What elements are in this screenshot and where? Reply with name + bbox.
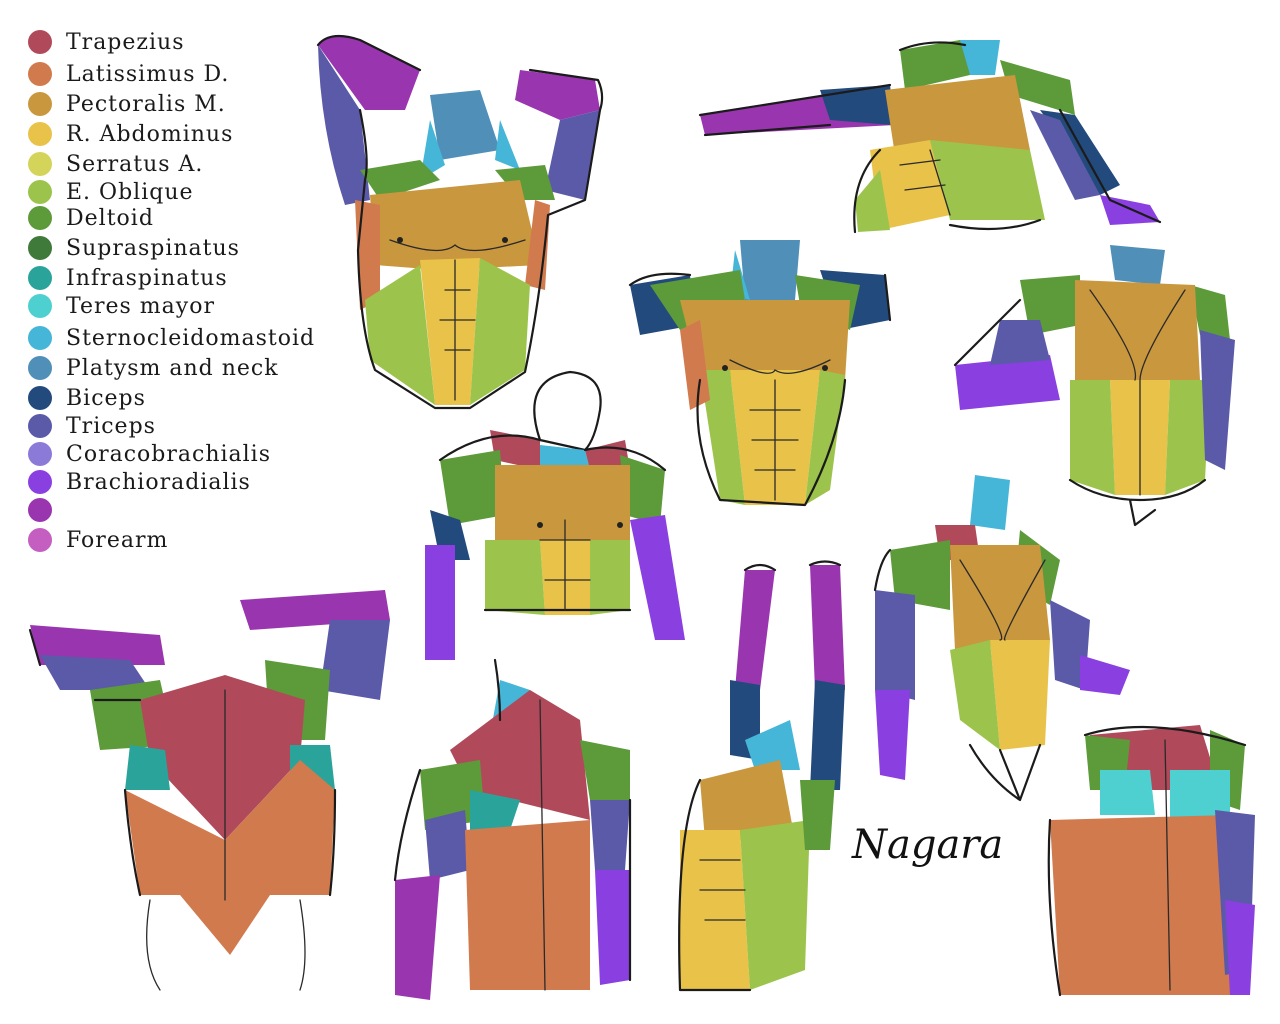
- figure-front-center: [628, 240, 892, 507]
- legend-swatch: [28, 470, 52, 494]
- artist-signature: Nagara: [852, 822, 1004, 868]
- legend-label: Deltoid: [66, 205, 154, 231]
- legend-item-platysma: Platysm and neck: [28, 354, 279, 382]
- legend-label: Latissimus D.: [66, 61, 230, 87]
- figure-arms-raised: [678, 560, 845, 992]
- legend-item-serratus: Serratus A.: [28, 150, 203, 178]
- legend-label: Platysm and neck: [66, 355, 279, 381]
- legend-label: Forearm: [66, 527, 169, 553]
- legend-label: Brachioradialis: [66, 469, 251, 495]
- legend-item-sternocleidomastoid: Sternocleidomastoid: [28, 324, 315, 352]
- legend-item-unlabeled: [28, 496, 66, 524]
- legend-swatch: [28, 62, 52, 86]
- legend-swatch: [28, 498, 52, 522]
- legend-item-oblique: E. Oblique: [28, 178, 194, 206]
- legend-swatch: [28, 266, 52, 290]
- legend-item-trapezius: Trapezius: [28, 28, 185, 56]
- legend-item-pectoralis: Pectoralis M.: [28, 90, 226, 118]
- figure-hand-on-hip: [953, 245, 1235, 527]
- legend-label: Coracobrachialis: [66, 441, 271, 467]
- legend-swatch: [28, 294, 52, 318]
- legend-label: Serratus A.: [66, 151, 204, 177]
- legend-swatch: [28, 152, 52, 176]
- legend-swatch: [28, 30, 52, 54]
- figure-back-turned: [393, 658, 632, 1000]
- legend-swatch: [28, 442, 52, 466]
- legend-label: Sternocleidomastoid: [66, 325, 316, 351]
- legend-label: Biceps: [66, 385, 146, 411]
- legend-swatch: [28, 180, 52, 204]
- legend-label: Triceps: [66, 413, 156, 439]
- legend-swatch: [28, 528, 52, 552]
- legend-item-latissimus: Latissimus D.: [28, 60, 229, 88]
- legend-label: Teres mayor: [66, 293, 215, 319]
- figure-back-arms-up: [28, 590, 390, 991]
- legend-label: Trapezius: [66, 29, 185, 55]
- legend-swatch: [28, 356, 52, 380]
- legend-swatch: [28, 386, 52, 410]
- legend-swatch: [28, 206, 52, 230]
- legend-swatch: [28, 414, 52, 438]
- legend-item-teres-major: Teres mayor: [28, 292, 215, 320]
- legend-label: Supraspinatus: [66, 235, 240, 261]
- legend-item-triceps: Triceps: [28, 412, 156, 440]
- figure-front-arms-up: [316, 34, 604, 410]
- legend-item-brachioradialis: Brachioradialis: [28, 468, 251, 496]
- legend-swatch: [28, 92, 52, 116]
- legend-label: Infraspinatus: [66, 265, 228, 291]
- legend-label: R. Abdominus: [66, 121, 234, 147]
- legend-swatch: [28, 236, 52, 260]
- legend-item-deltoid: Deltoid: [28, 204, 154, 232]
- legend-item-infraspinatus: Infraspinatus: [28, 264, 228, 292]
- legend-label: Pectoralis M.: [66, 91, 226, 117]
- legend-label: E. Oblique: [66, 179, 194, 205]
- legend-item-supraspinatus: Supraspinatus: [28, 234, 240, 262]
- figure-back-right: [1047, 725, 1255, 997]
- figure-front-head: [425, 370, 685, 660]
- legend-item-rectus-abdominis: R. Abdominus: [28, 120, 233, 148]
- legend-swatch: [28, 122, 52, 146]
- legend-item-biceps: Biceps: [28, 384, 146, 412]
- legend-item-coracobrachialis: Coracobrachialis: [28, 440, 271, 468]
- legend-swatch: [28, 326, 52, 350]
- legend-item-forearm: Forearm: [28, 526, 168, 554]
- figure-outstretched-arm: [698, 40, 1162, 234]
- figure-three-quarter: [873, 475, 1130, 802]
